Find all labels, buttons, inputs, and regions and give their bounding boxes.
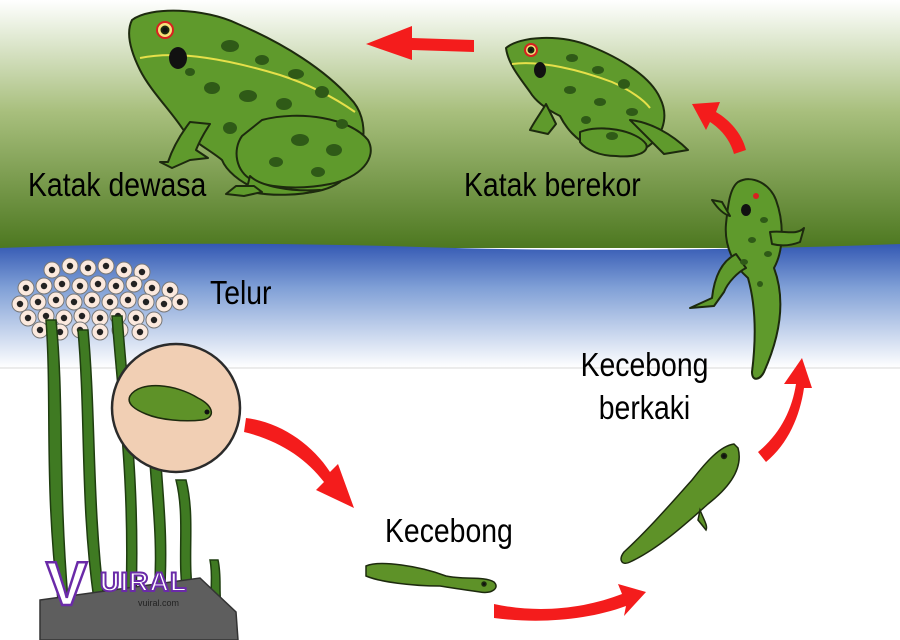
- egg: [29, 293, 47, 311]
- egg: [43, 261, 61, 279]
- water-plants: [45, 315, 223, 613]
- egg: [53, 275, 71, 293]
- egg: [55, 309, 73, 327]
- egg: [171, 293, 189, 311]
- label-legged-tadpole-line1: Kecebong: [580, 346, 709, 383]
- tadpole: [365, 562, 497, 594]
- cycle-arrows: [244, 26, 812, 621]
- brand-logo-letter: V: [45, 549, 89, 621]
- egg: [35, 277, 53, 295]
- egg: [97, 257, 115, 275]
- egg: [107, 277, 125, 295]
- legged-tadpole: [689, 178, 805, 380]
- egg: [137, 293, 155, 311]
- egg: [101, 293, 119, 311]
- egg: [73, 307, 91, 325]
- arrow-to-adult: [366, 26, 474, 60]
- arrow-to-growing: [494, 584, 646, 621]
- egg: [71, 277, 89, 295]
- arrow-to-legged: [758, 358, 812, 462]
- egg: [17, 279, 35, 297]
- egg: [47, 291, 65, 309]
- label-adult-frog: Katak dewasa: [28, 166, 207, 203]
- pond-water: [0, 243, 900, 368]
- hatchling-inset: [110, 342, 242, 474]
- egg: [61, 257, 79, 275]
- brand-watermark: V UIRAL vuiral.com: [40, 549, 210, 625]
- brand-logo-word: UIRAL: [99, 566, 188, 598]
- label-froglet: Katak berekor: [464, 166, 641, 203]
- egg: [91, 323, 109, 341]
- arrow-to-froglet: [692, 102, 746, 154]
- brand-url: vuiral.com: [138, 598, 180, 608]
- arrow-from-hatchling: [244, 418, 354, 508]
- egg: [155, 295, 173, 313]
- label-tadpole: Kecebong: [385, 512, 513, 549]
- rock: [39, 577, 239, 640]
- egg: [145, 311, 163, 329]
- egg: [127, 309, 145, 327]
- egg: [119, 291, 137, 309]
- egg: [65, 293, 83, 311]
- froglet: [505, 37, 689, 158]
- egg: [11, 295, 29, 313]
- egg: [125, 275, 143, 293]
- egg: [83, 291, 101, 309]
- egg: [19, 309, 37, 327]
- egg: [89, 275, 107, 293]
- egg: [115, 261, 133, 279]
- adult-frog: [128, 9, 372, 197]
- label-eggs: Telur: [210, 274, 272, 311]
- tadpole-growing: [620, 443, 740, 564]
- label-legged-tadpole: Kecebong berkaki: [580, 346, 709, 426]
- label-legged-tadpole-line2: berkaki: [598, 388, 691, 426]
- egg: [79, 259, 97, 277]
- egg: [131, 323, 149, 341]
